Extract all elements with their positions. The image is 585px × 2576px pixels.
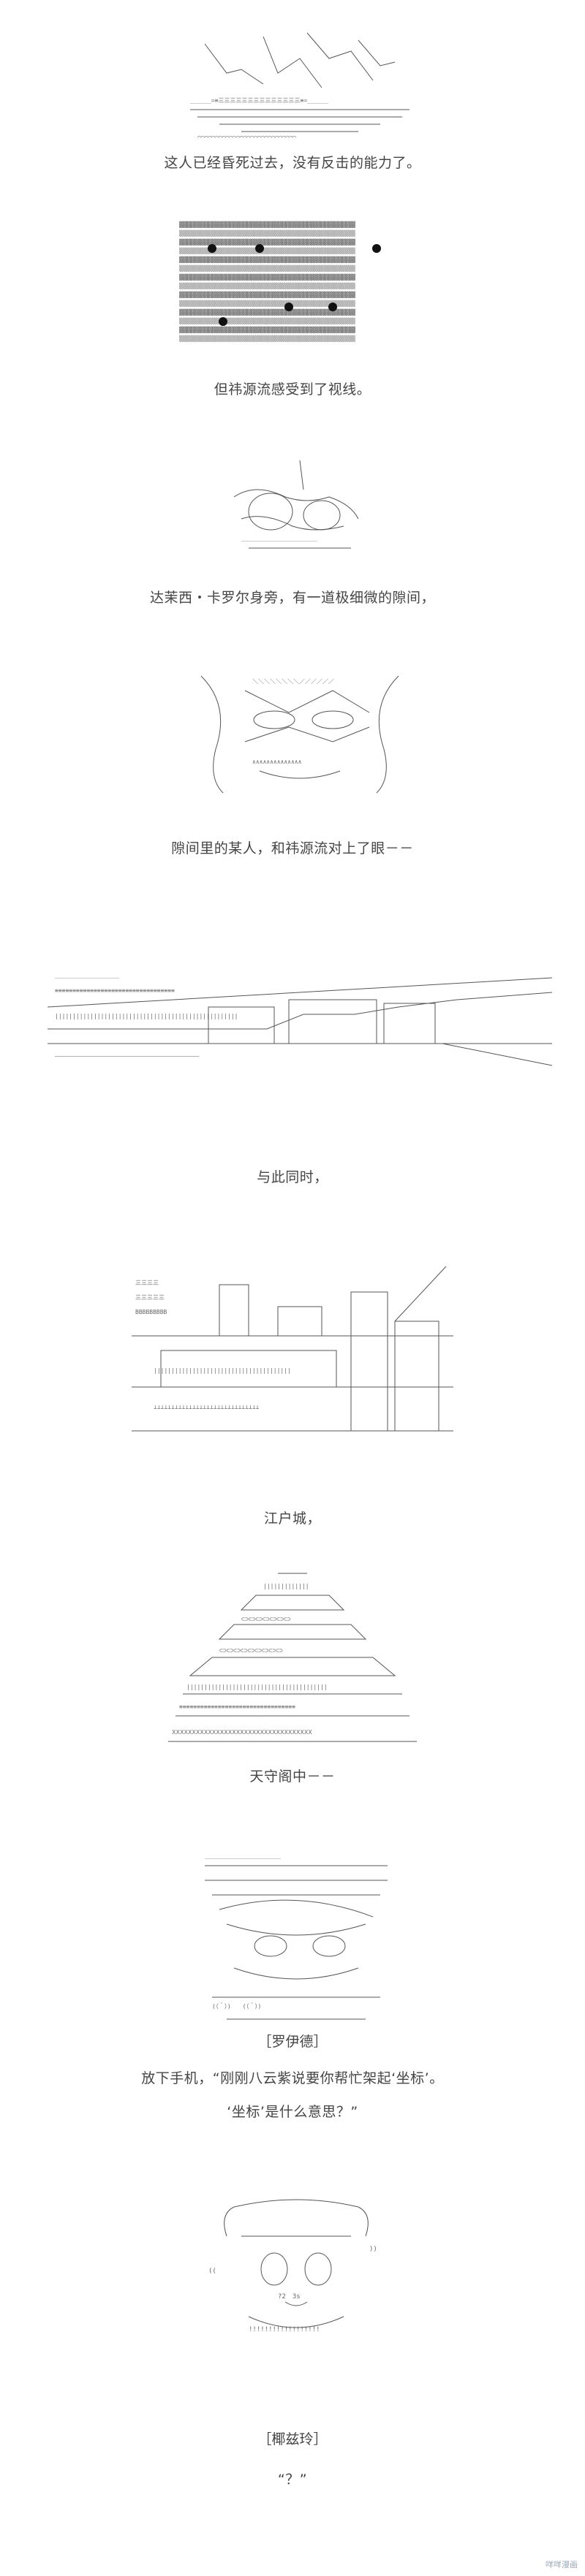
ascii-art-lloyd: ＿＿＿＿＿＿＿＿＿＿＿＿＿ (（＾）) (（＾）) bbox=[190, 1844, 402, 2023]
svg-text:▓▓▓▓▓▓▓▓▓▓▓▓▓▓▓▓▓▓▓▓▓▓▓▓▓▓▓▓▓▓: ▓▓▓▓▓▓▓▓▓▓▓▓▓▓▓▓▓▓▓▓▓▓▓▓▓▓▓▓▓▓▓▓▓▓▓▓▓▓▓▓… bbox=[179, 221, 355, 228]
svg-text:＿＿＿＿＿＿＿＿＿＿＿: ＿＿＿＿＿＿＿＿＿＿＿ bbox=[55, 973, 119, 979]
ascii-art-collapsed-figure: ______=≡三三三三三三三三三三三三三三≡=______ ⌒⌒⌒⌒⌒⌒⌒⌒⌒… bbox=[176, 29, 417, 146]
svg-text:＿＿＿＿＿＿＿＿＿＿＿＿＿: ＿＿＿＿＿＿＿＿＿＿＿＿＿ bbox=[205, 1853, 281, 1860]
eyes-block-drawing: ▓▓▓▓▓▓▓▓▓▓▓▓▓▓▓▓▓▓▓▓▓▓▓▓▓▓▓▓▓▓▓▓▓▓▓▓▓▓▓▓… bbox=[179, 221, 381, 342]
svg-text:(（＾）) (（＾）): (（＾）) (（＾）) bbox=[212, 2002, 261, 2010]
ascii-art-castle-tower: ||||||||||||| ⊂⊃⊂⊃⊂⊃⊂⊃⊂⊃⊂⊃⊂⊃ ⊂⊃⊂⊃⊂⊃⊂⊃⊂⊃⊂… bbox=[168, 1566, 417, 1745]
caption-1: 这人已经昏死过去，没有反击的能力了。 bbox=[164, 155, 421, 171]
svg-text:⊥⊥⊥⊥⊥⊥⊥⊥⊥⊥⊥⊥⊥⊥⊥⊥⊥⊥⊥⊥⊥⊥⊥⊥⊥⊥⊥⊥⊥⊥: ⊥⊥⊥⊥⊥⊥⊥⊥⊥⊥⊥⊥⊥⊥⊥⊥⊥⊥⊥⊥⊥⊥⊥⊥⊥⊥⊥⊥⊥⊥ bbox=[154, 1404, 260, 1410]
svg-text:)): )) bbox=[369, 2246, 377, 2253]
svg-text:||||||||||||||||||||||||||||||: ||||||||||||||||||||||||||||||||||||||||… bbox=[55, 1013, 238, 1019]
svg-text:▒▒▒▒▒▒▒▒▒▒▒▒▒▒▒▒▒▒▒▒▒▒▒▒▒▒▒▒▒▒: ▒▒▒▒▒▒▒▒▒▒▒▒▒▒▒▒▒▒▒▒▒▒▒▒▒▒▒▒▒▒▒▒▒▒▒▒▒▒▒▒… bbox=[179, 229, 355, 237]
ascii-art-figure-gap: ＿＿＿＿＿＿＿＿＿＿＿＿＿ bbox=[212, 453, 366, 563]
caption-7: 天守阁中－－ bbox=[249, 1768, 336, 1785]
svg-text:――――――――――――――――――――――――――――――: ――――――――――――――――――――――――――――――――――――――――… bbox=[55, 1053, 200, 1060]
eye-dot-6 bbox=[219, 317, 227, 326]
svg-text:⊂⊃⊂⊃⊂⊃⊂⊃⊂⊃⊂⊃⊂⊃⊂⊃⊂⊃: ⊂⊃⊂⊃⊂⊃⊂⊃⊂⊃⊂⊃⊂⊃⊂⊃⊂⊃ bbox=[219, 1647, 283, 1654]
ascii-art-city-skyline: ＿＿＿＿＿＿＿＿＿＿＿ ≡≡≡≡≡≡≡≡≡≡≡≡≡≡≡≡≡≡≡≡≡≡≡≡≡≡≡≡… bbox=[48, 963, 552, 1073]
svg-text:▓▓▓▓▓▓▓▓▓▓▓▓▓▓▓▓▓▓▓▓▓▓▓▓▓▓▓▓▓▓: ▓▓▓▓▓▓▓▓▓▓▓▓▓▓▓▓▓▓▓▓▓▓▓▓▓▓▓▓▓▓▓▓▓▓▓▓▓▓▓▓… bbox=[179, 308, 355, 316]
eye-dot-5 bbox=[328, 303, 337, 311]
ascii-art-eyes-in-gap: ＼＼＼＼＼＼＼＼／／／／／／ ∧∧∧∧∧∧∧∧∧∧∧∧∧∧ bbox=[186, 661, 413, 800]
caption-8-line-2: ‘坐标’是什么意思？” bbox=[227, 2104, 358, 2120]
ascii-art-yezilin: (( )) ?2 3s !!!!!!!!!!!!!!!!!! bbox=[205, 2192, 388, 2338]
svg-text:||||||||||||||||||||||||||||||: ||||||||||||||||||||||||||||||||||||||| bbox=[154, 1367, 291, 1374]
collapsed-figure-drawing: ______=≡三三三三三三三三三三三三三三≡=______ ⌒⌒⌒⌒⌒⌒⌒⌒⌒… bbox=[190, 32, 410, 140]
caption-2: 但祎源流感受到了视线。 bbox=[214, 381, 371, 398]
ascii-art-edo-city: 三三三三 三三三三三 BBBBBBBBB |||||||||||||||||||… bbox=[132, 1263, 453, 1438]
ascii-art-eyes-block: ▓▓▓▓▓▓▓▓▓▓▓▓▓▓▓▓▓▓▓▓▓▓▓▓▓▓▓▓▓▓▓▓▓▓▓▓▓▓▓▓… bbox=[179, 219, 413, 351]
eye-dot-1 bbox=[208, 244, 216, 253]
eye-dot-4 bbox=[284, 303, 293, 311]
svg-text:▒▒▒▒▒▒▒▒▒▒▒▒▒▒▒▒▒▒▒▒▒▒▒▒▒▒▒▒▒▒: ▒▒▒▒▒▒▒▒▒▒▒▒▒▒▒▒▒▒▒▒▒▒▒▒▒▒▒▒▒▒▒▒▒▒▒▒▒▒▒▒… bbox=[179, 335, 355, 342]
svg-text:三三三三: 三三三三 bbox=[135, 1280, 159, 1286]
watermark: 咩咩漫画 bbox=[546, 2560, 578, 2569]
svg-text:▓▓▓▓▓▓▓▓▓▓▓▓▓▓▓▓▓▓▓▓▓▓▓▓▓▓▓▓▓▓: ▓▓▓▓▓▓▓▓▓▓▓▓▓▓▓▓▓▓▓▓▓▓▓▓▓▓▓▓▓▓▓▓▓▓▓▓▓▓▓▓… bbox=[179, 326, 355, 333]
svg-text:▒▒▒▒▒▒▒▒▒▒▒▒▒▒▒▒▒▒▒▒▒▒▒▒▒▒▒▒▒▒: ▒▒▒▒▒▒▒▒▒▒▒▒▒▒▒▒▒▒▒▒▒▒▒▒▒▒▒▒▒▒▒▒▒▒▒▒▒▒▒▒… bbox=[179, 317, 355, 324]
svg-text:▓▓▓▓▓▓▓▓▓▓▓▓▓▓▓▓▓▓▓▓▓▓▓▓▓▓▓▓▓▓: ▓▓▓▓▓▓▓▓▓▓▓▓▓▓▓▓▓▓▓▓▓▓▓▓▓▓▓▓▓▓▓▓▓▓▓▓▓▓▓▓… bbox=[179, 273, 355, 281]
speaker-name-yezilin: ［椰兹玲］ bbox=[257, 2431, 328, 2447]
eye-dot-3 bbox=[372, 244, 381, 253]
svg-text:!!!!!!!!!!!!!!!!!!: !!!!!!!!!!!!!!!!!! bbox=[249, 2326, 320, 2333]
svg-text:▓▓▓▓▓▓▓▓▓▓▓▓▓▓▓▓▓▓▓▓▓▓▓▓▓▓▓▓▓▓: ▓▓▓▓▓▓▓▓▓▓▓▓▓▓▓▓▓▓▓▓▓▓▓▓▓▓▓▓▓▓▓▓▓▓▓▓▓▓▓▓… bbox=[179, 291, 355, 298]
caption-4: 隙间里的某人，和祎源流对上了眼－－ bbox=[171, 840, 414, 856]
svg-text:⊂⊃⊂⊃⊂⊃⊂⊃⊂⊃⊂⊃⊂⊃: ⊂⊃⊂⊃⊂⊃⊂⊃⊂⊃⊂⊃⊂⊃ bbox=[241, 1616, 291, 1622]
svg-text:＼＼＼＼＼＼＼＼／／／／／／: ＼＼＼＼＼＼＼＼／／／／／／ bbox=[252, 678, 334, 685]
svg-text:三三三三三: 三三三三三 bbox=[135, 1294, 165, 1301]
svg-text:||||||||||||||||||||||||||||||: |||||||||||||||||||||||||||||||||||||||| bbox=[186, 1684, 328, 1690]
svg-text:______=≡三三三三三三三三三三三三三三≡=______: ______=≡三三三三三三三三三三三三三三≡=______ bbox=[190, 97, 328, 104]
svg-text:＿＿＿＿＿＿＿＿＿＿＿＿＿: ＿＿＿＿＿＿＿＿＿＿＿＿＿ bbox=[241, 536, 317, 542]
svg-text:ⅩⅩⅩⅩⅩⅩⅩⅩⅩⅩⅩⅩⅩⅩⅩⅩⅩⅩⅩⅩⅩⅩⅩⅩⅩⅩⅩⅩⅩⅩ: ⅩⅩⅩⅩⅩⅩⅩⅩⅩⅩⅩⅩⅩⅩⅩⅩⅩⅩⅩⅩⅩⅩⅩⅩⅩⅩⅩⅩⅩⅩⅩⅩⅩⅩⅩ bbox=[172, 1729, 312, 1736]
castle-tower-drawing: ||||||||||||| ⊂⊃⊂⊃⊂⊃⊂⊃⊂⊃⊂⊃⊂⊃ ⊂⊃⊂⊃⊂⊃⊂⊃⊂⊃⊂… bbox=[168, 1573, 417, 1742]
figure-gap-drawing: ＿＿＿＿＿＿＿＿＿＿＿＿＿ bbox=[233, 460, 359, 549]
svg-text:▒▒▒▒▒▒▒▒▒▒▒▒▒▒▒▒▒▒▒▒▒▒▒▒▒▒▒▒▒▒: ▒▒▒▒▒▒▒▒▒▒▒▒▒▒▒▒▒▒▒▒▒▒▒▒▒▒▒▒▒▒▒▒▒▒▒▒▒▒▒▒… bbox=[179, 247, 355, 254]
svg-text:≡≡≡≡≡≡≡≡≡≡≡≡≡≡≡≡≡≡≡≡≡≡≡≡≡≡≡≡≡≡: ≡≡≡≡≡≡≡≡≡≡≡≡≡≡≡≡≡≡≡≡≡≡≡≡≡≡≡≡≡≡≡≡≡ bbox=[179, 1703, 295, 1710]
svg-text:((: (( bbox=[208, 2268, 216, 2275]
svg-text:▒▒▒▒▒▒▒▒▒▒▒▒▒▒▒▒▒▒▒▒▒▒▒▒▒▒▒▒▒▒: ▒▒▒▒▒▒▒▒▒▒▒▒▒▒▒▒▒▒▒▒▒▒▒▒▒▒▒▒▒▒▒▒▒▒▒▒▒▒▒▒… bbox=[179, 265, 355, 272]
speaker-name-lloyd: ［罗伊德］ bbox=[257, 2034, 328, 2050]
svg-text:?2 3s: ?2 3s bbox=[278, 2293, 301, 2300]
svg-text:⌒⌒⌒⌒⌒⌒⌒⌒⌒⌒⌒⌒⌒⌒⌒⌒⌒⌒⌒⌒⌒⌒⌒⌒⌒⌒⌒⌒: ⌒⌒⌒⌒⌒⌒⌒⌒⌒⌒⌒⌒⌒⌒⌒⌒⌒⌒⌒⌒⌒⌒⌒⌒⌒⌒⌒⌒ bbox=[197, 134, 296, 140]
svg-text:▒▒▒▒▒▒▒▒▒▒▒▒▒▒▒▒▒▒▒▒▒▒▒▒▒▒▒▒▒▒: ▒▒▒▒▒▒▒▒▒▒▒▒▒▒▒▒▒▒▒▒▒▒▒▒▒▒▒▒▒▒▒▒▒▒▒▒▒▒▒▒… bbox=[179, 300, 355, 307]
city-skyline-drawing: ＿＿＿＿＿＿＿＿＿＿＿ ≡≡≡≡≡≡≡≡≡≡≡≡≡≡≡≡≡≡≡≡≡≡≡≡≡≡≡≡… bbox=[48, 973, 552, 1066]
lloyd-drawing: ＿＿＿＿＿＿＿＿＿＿＿＿＿ (（＾）) (（＾）) bbox=[205, 1853, 388, 2020]
caption-5: 与此同时， bbox=[257, 1169, 328, 1185]
svg-text:▓▓▓▓▓▓▓▓▓▓▓▓▓▓▓▓▓▓▓▓▓▓▓▓▓▓▓▓▓▓: ▓▓▓▓▓▓▓▓▓▓▓▓▓▓▓▓▓▓▓▓▓▓▓▓▓▓▓▓▓▓▓▓▓▓▓▓▓▓▓▓… bbox=[179, 256, 355, 263]
eye-dot-2 bbox=[255, 244, 264, 253]
caption-6: 江户城， bbox=[263, 1511, 321, 1527]
svg-text:≡≡≡≡≡≡≡≡≡≡≡≡≡≡≡≡≡≡≡≡≡≡≡≡≡≡≡≡≡≡: ≡≡≡≡≡≡≡≡≡≡≡≡≡≡≡≡≡≡≡≡≡≡≡≡≡≡≡≡≡≡≡≡≡≡ bbox=[55, 987, 175, 994]
caption-9: “？” bbox=[277, 2471, 308, 2488]
eyes-in-gap-drawing: ＼＼＼＼＼＼＼＼／／／／／／ ∧∧∧∧∧∧∧∧∧∧∧∧∧∧ bbox=[200, 675, 399, 794]
yezilin-drawing: (( )) ?2 3s !!!!!!!!!!!!!!!!!! bbox=[208, 2199, 377, 2333]
svg-text:∧∧∧∧∧∧∧∧∧∧∧∧∧∧: ∧∧∧∧∧∧∧∧∧∧∧∧∧∧ bbox=[252, 759, 302, 765]
edo-city-drawing: 三三三三 三三三三三 BBBBBBBBB |||||||||||||||||||… bbox=[132, 1266, 453, 1432]
svg-text:BBBBBBBBB: BBBBBBBBB bbox=[135, 1309, 167, 1315]
caption-8-line-1: 放下手机，“刚刚八云紫说要你帮忙架起‘坐标’。 bbox=[141, 2070, 444, 2086]
svg-text:▒▒▒▒▒▒▒▒▒▒▒▒▒▒▒▒▒▒▒▒▒▒▒▒▒▒▒▒▒▒: ▒▒▒▒▒▒▒▒▒▒▒▒▒▒▒▒▒▒▒▒▒▒▒▒▒▒▒▒▒▒▒▒▒▒▒▒▒▒▒▒… bbox=[179, 282, 355, 289]
svg-text:|||||||||||||: ||||||||||||| bbox=[263, 1583, 309, 1589]
svg-text:▓▓▓▓▓▓▓▓▓▓▓▓▓▓▓▓▓▓▓▓▓▓▓▓▓▓▓▓▓▓: ▓▓▓▓▓▓▓▓▓▓▓▓▓▓▓▓▓▓▓▓▓▓▓▓▓▓▓▓▓▓▓▓▓▓▓▓▓▓▓▓… bbox=[179, 238, 355, 246]
caption-3: 达茉西・卡罗尔身旁，有一道极细微的隙间， bbox=[149, 590, 435, 606]
